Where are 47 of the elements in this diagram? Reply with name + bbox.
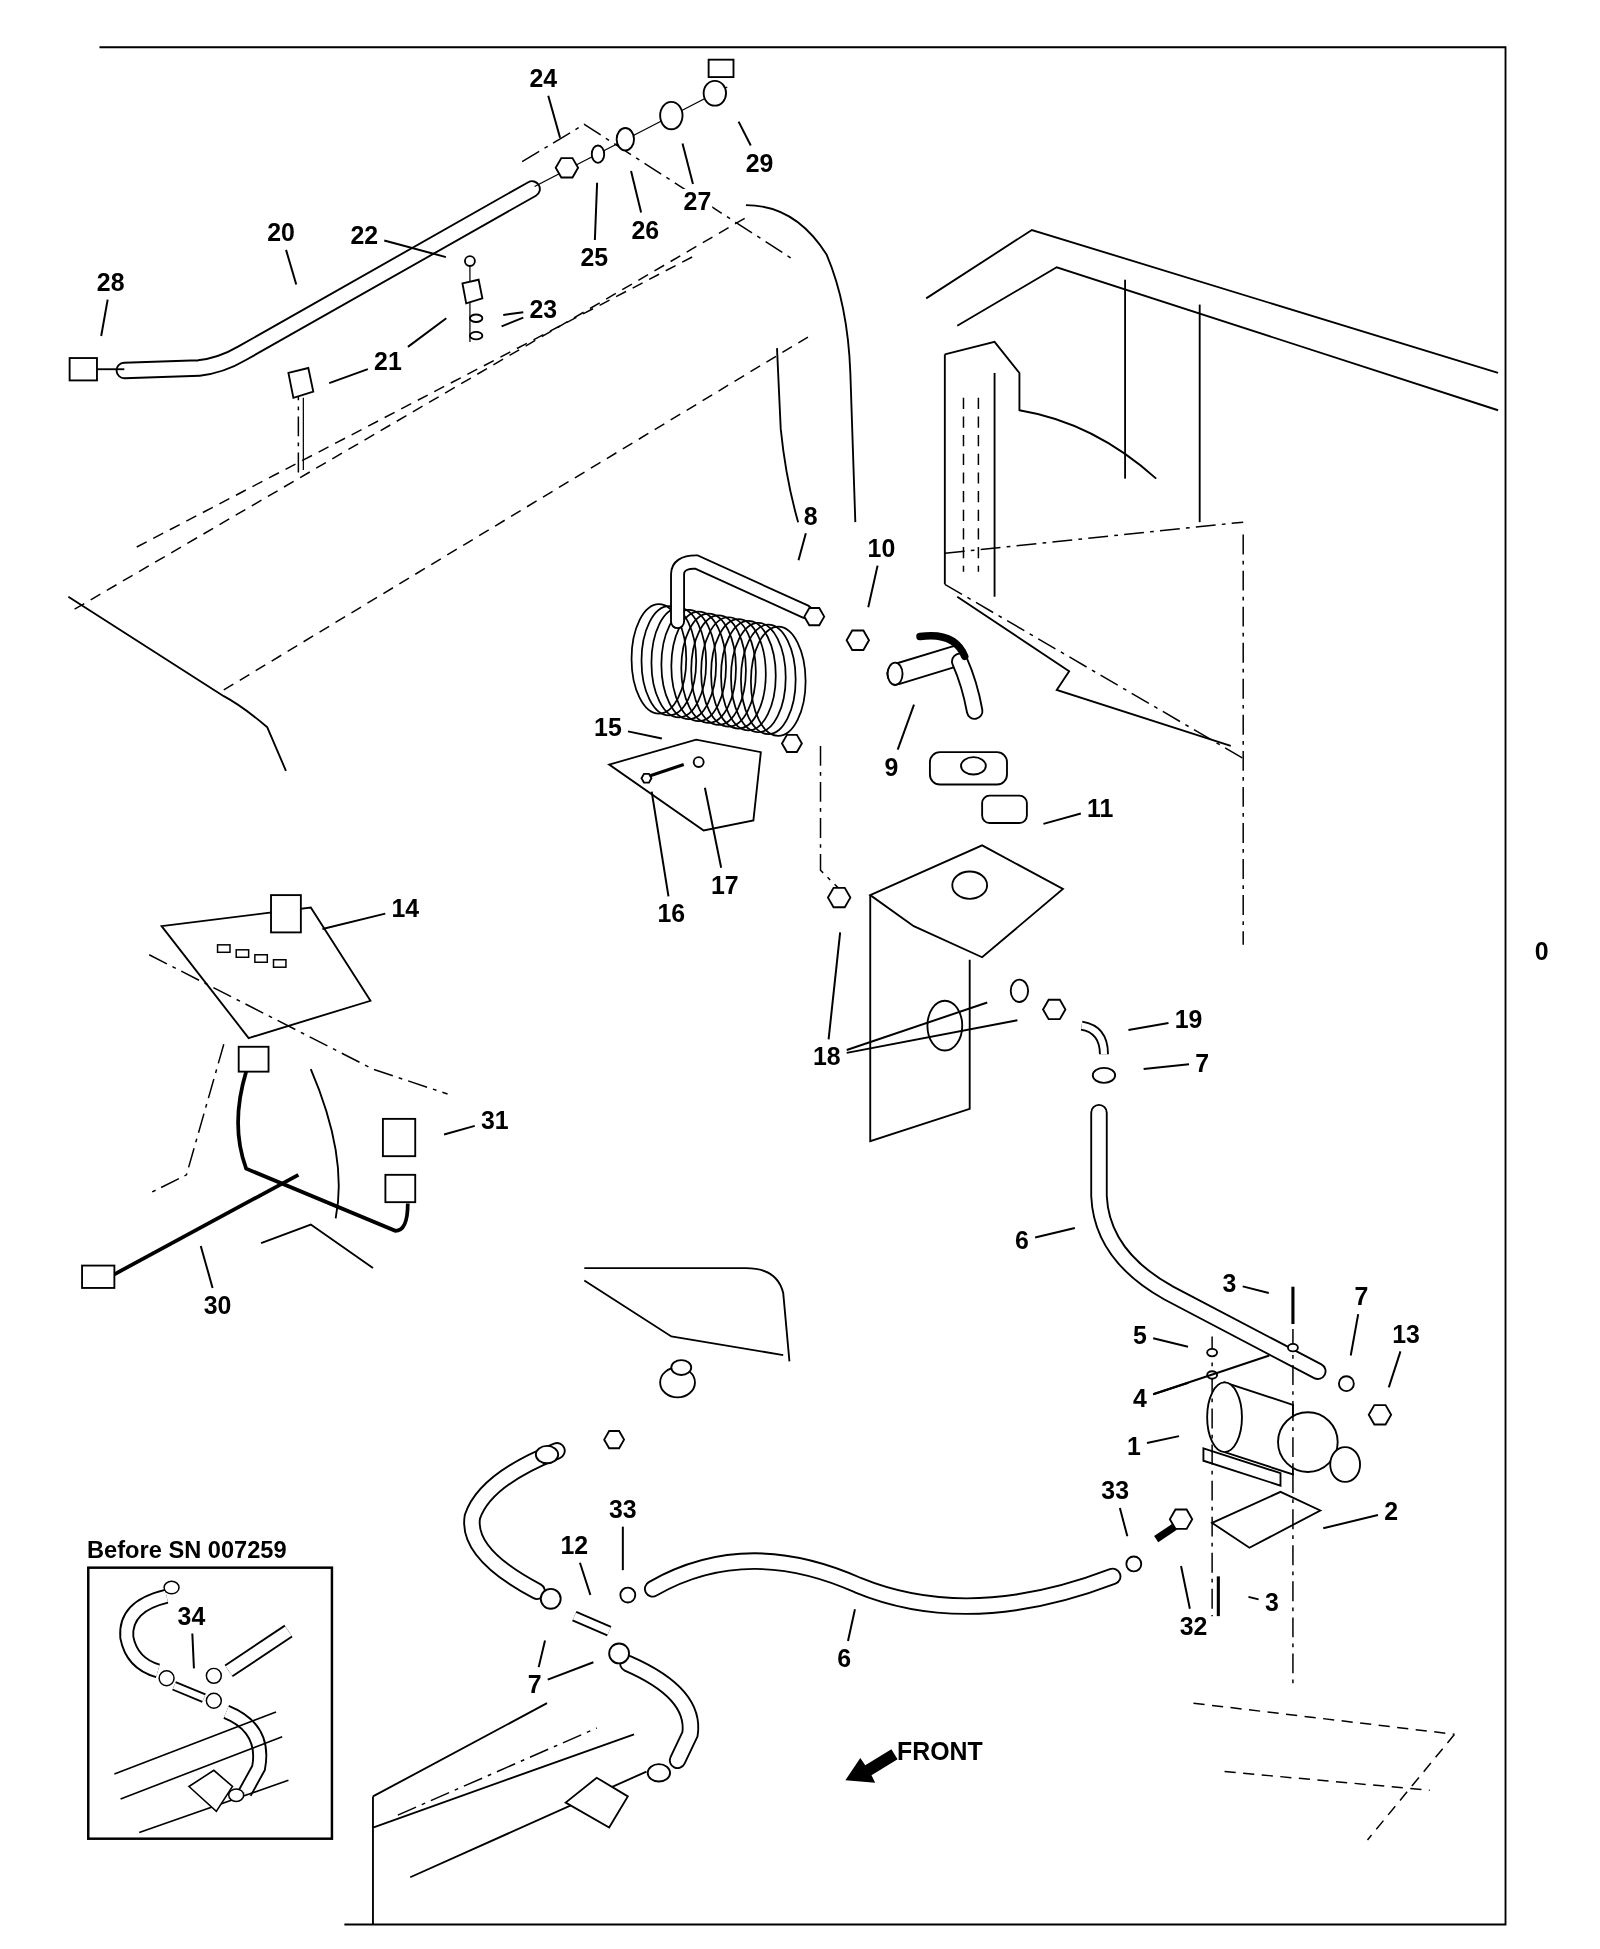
leader-line — [1118, 1507, 1129, 1538]
leader-line — [737, 120, 752, 147]
leader-line — [285, 248, 298, 286]
leader-line — [847, 1608, 856, 1643]
leader-line — [1142, 1063, 1190, 1071]
leader-line — [1387, 1350, 1402, 1389]
direction-label: FRONT — [897, 1739, 983, 1765]
leader-line — [797, 532, 807, 562]
leader-line — [100, 298, 109, 338]
leader-line — [191, 1632, 195, 1670]
leader-line — [443, 1124, 476, 1136]
leader-line — [1034, 1226, 1076, 1239]
leader-line — [681, 142, 694, 185]
leader-line — [845, 1001, 989, 1051]
leader-line — [845, 1019, 1019, 1054]
leader-line — [321, 912, 387, 931]
leader-line — [546, 1661, 595, 1681]
leader-line — [593, 181, 599, 241]
leader-line — [406, 317, 448, 348]
inset-heading: Before SN 007259 — [87, 1537, 288, 1562]
leader-line — [867, 564, 879, 609]
leader-line — [502, 311, 525, 316]
leader-line — [1146, 1435, 1181, 1444]
leader-line — [537, 1639, 546, 1669]
leader-line — [1042, 812, 1082, 825]
leader-line — [703, 786, 723, 869]
leader-line — [199, 1244, 214, 1289]
leader-line — [1127, 1021, 1170, 1031]
leader-line — [1152, 1337, 1189, 1348]
leader-line — [626, 730, 663, 740]
leader-line — [896, 703, 915, 751]
leader-line — [547, 94, 562, 139]
leader-line — [500, 316, 525, 328]
leader-line — [621, 1525, 624, 1572]
leader-line — [1247, 1595, 1260, 1601]
sheet-number: 0 — [1534, 938, 1549, 964]
leader-line — [383, 239, 447, 259]
leader-line — [1180, 1564, 1191, 1610]
leader-line — [1152, 1381, 1190, 1396]
leader-line — [1241, 1285, 1270, 1295]
leader-line — [650, 790, 670, 898]
leader-line — [328, 368, 369, 385]
leader-line — [578, 1561, 592, 1597]
leader-line — [827, 931, 842, 1041]
leader-line — [630, 169, 643, 214]
leader-line — [1322, 1513, 1379, 1530]
leader-line — [1349, 1313, 1360, 1357]
